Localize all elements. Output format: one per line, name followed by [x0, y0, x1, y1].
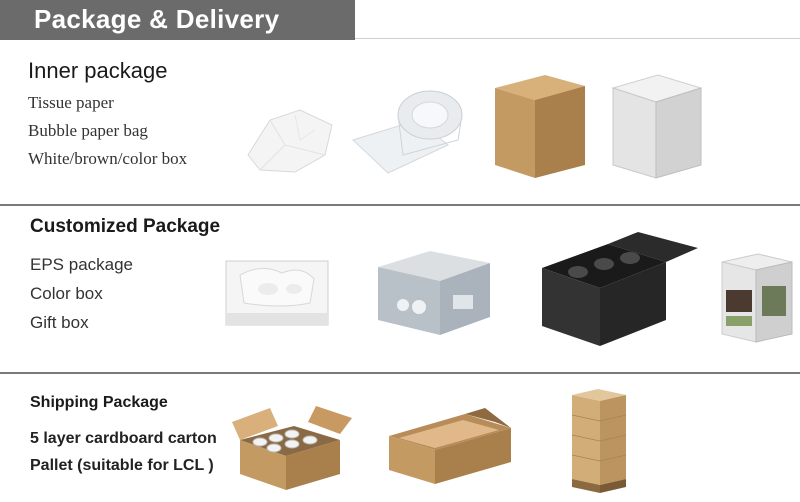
shipping-package-title: Shipping Package: [30, 394, 168, 411]
gift-box-image: [542, 232, 698, 346]
tissue-paper-image: [247, 109, 333, 173]
color-box-image: [378, 251, 490, 335]
custom-item-gift-box: Gift box: [30, 313, 89, 332]
inner-item-tissue: Tissue paper: [28, 93, 114, 112]
custom-item-color-box: Color box: [30, 284, 103, 303]
inner-item-box: White/brown/color box: [28, 149, 188, 168]
header-rule: [355, 38, 800, 39]
shipping-item-carton: 5 layer cardboard carton: [30, 430, 217, 447]
section-divider-1: [0, 204, 800, 206]
header-banner: Package & Delivery: [0, 0, 355, 40]
brown-box-image: [495, 75, 585, 178]
inner-item-bubble: Bubble paper bag: [28, 121, 148, 140]
section-divider-2: [0, 372, 800, 374]
custom-item-eps: EPS package: [30, 255, 134, 274]
carton-cups-image: [232, 406, 352, 490]
bubble-bag-image: [352, 90, 463, 174]
printed-box-image: [721, 253, 793, 343]
pallet-image: [571, 389, 627, 493]
long-carton-image: [389, 408, 511, 484]
eps-tray-image: [225, 260, 329, 326]
inner-package-title: Inner package: [28, 58, 168, 83]
shipping-item-pallet: Pallet (suitable for LCL ): [30, 457, 214, 474]
white-box-image: [611, 74, 703, 179]
custom-package-title: Customized Package: [30, 216, 221, 237]
page-title: Package & Delivery: [34, 4, 280, 34]
